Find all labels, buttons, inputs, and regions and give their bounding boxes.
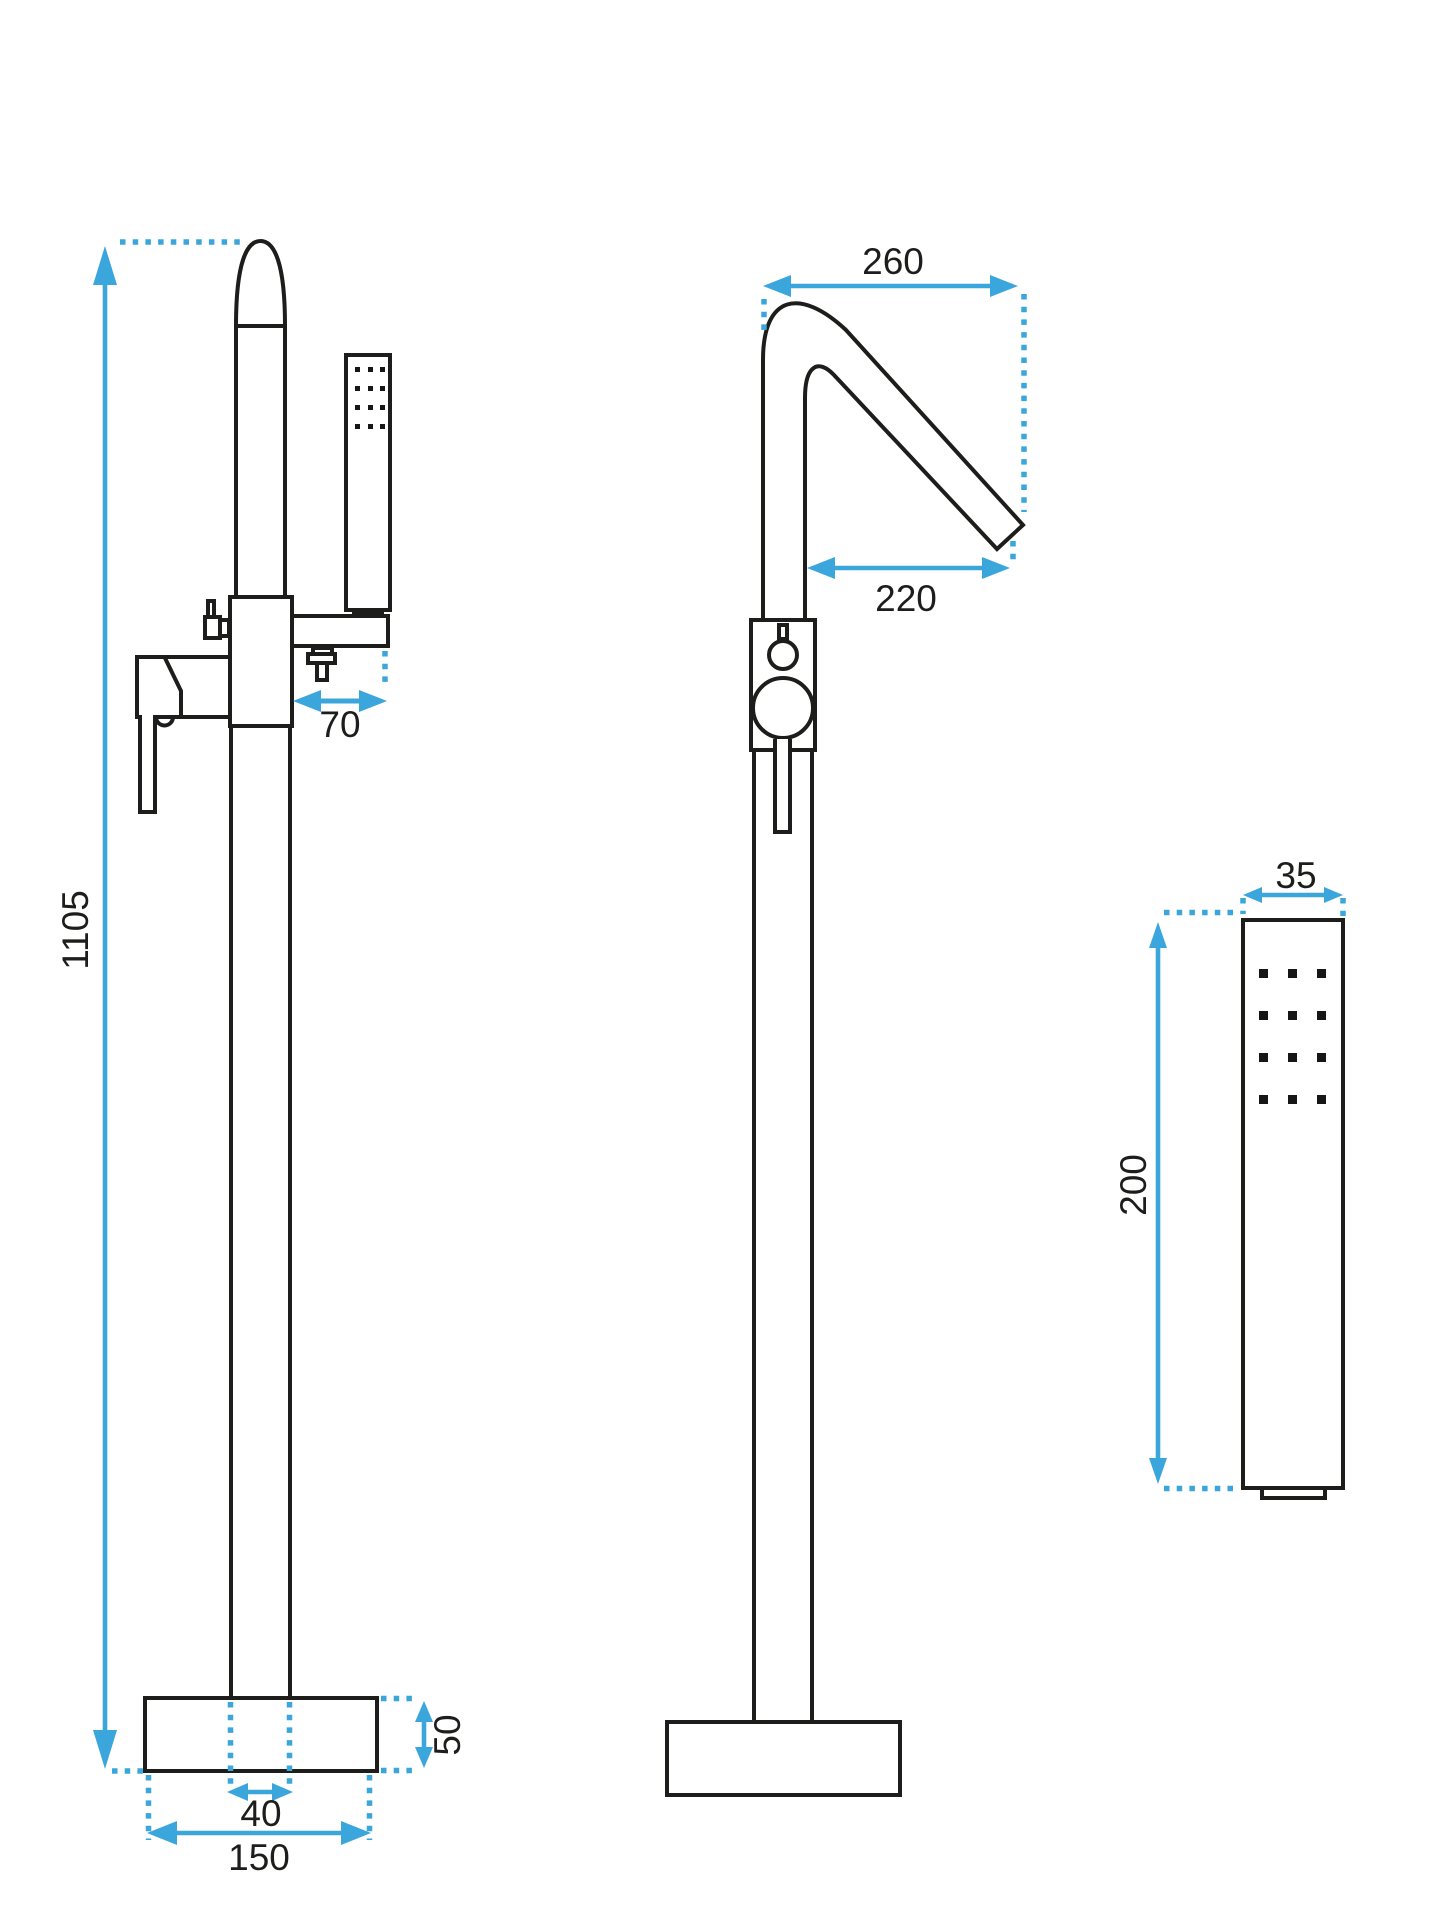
dim-shower-length-arrow-down	[1149, 1458, 1167, 1484]
side-lower-column	[229, 724, 292, 1700]
side-diverter-stem	[315, 661, 329, 682]
dim-shower-width-label: 35	[1275, 855, 1316, 896]
front-base	[665, 1720, 902, 1797]
dim-shower-width-arrow-right	[1324, 887, 1343, 903]
side-base	[143, 1696, 379, 1773]
dim-arm-arrow-right	[359, 690, 387, 712]
dim-base-arrow-right	[341, 1821, 371, 1845]
handshower-inlet	[1260, 1486, 1327, 1500]
side-upper-column-dome	[234, 238, 287, 597]
dim-arm-arrow-left	[293, 690, 321, 712]
dim-shower-width-arrow-left	[1243, 887, 1262, 903]
dim-reach-arrow-left	[763, 275, 791, 297]
dim-height-arrow-up	[93, 246, 117, 285]
front-lever-handle	[773, 739, 792, 834]
side-dimensions: 1105 70 40 150 50	[55, 239, 468, 1878]
dim-thick-arrow-down	[415, 1747, 433, 1768]
side-mixer-housing-edge	[163, 657, 183, 717]
handshower-dimensions: 35 200	[1113, 855, 1346, 1492]
side-hand-shower	[344, 353, 392, 612]
dim-tip-arrow-left	[807, 557, 835, 579]
side-shower-arm	[290, 614, 390, 648]
side-lever-handle	[138, 715, 157, 814]
front-cartridge-circle	[751, 676, 815, 740]
dim-arm-label: 70	[319, 704, 360, 745]
dim-base-label: 150	[228, 1837, 290, 1878]
front-dimensions: 260 220	[761, 241, 1027, 619]
front-column	[752, 748, 814, 1724]
side-body-block	[228, 595, 294, 728]
front-view	[665, 301, 1026, 1797]
dim-thick-label: 50	[427, 1714, 468, 1755]
dim-tip-label: 220	[875, 578, 937, 619]
handshower-view	[1241, 918, 1345, 1500]
dim-column-arrow-right	[272, 1783, 293, 1801]
dim-thick-arrow-up	[415, 1701, 433, 1722]
side-valve-stem	[206, 599, 216, 619]
dim-height-arrow-down	[93, 1730, 117, 1769]
handshower-body	[1241, 918, 1345, 1490]
dim-base-arrow-left	[147, 1821, 177, 1845]
dim-column-arrow-left	[227, 1783, 248, 1801]
dim-height-label: 1105	[55, 890, 96, 970]
front-diverter-stub	[777, 623, 789, 641]
side-valve-nut	[218, 618, 231, 638]
side-hand-shower-nozzle-dots	[355, 367, 385, 429]
handshower-nozzle-dots	[1259, 969, 1326, 1104]
side-view	[135, 238, 392, 1773]
dim-shower-length-label: 200	[1113, 1154, 1154, 1216]
dim-shower-length-arrow-up	[1149, 922, 1167, 948]
side-mixer-housing	[135, 655, 232, 719]
side-valve-body	[203, 615, 222, 640]
dim-column-label: 40	[240, 1793, 281, 1834]
front-spout	[761, 301, 1026, 622]
dim-reach-label: 260	[862, 241, 924, 282]
dim-tip-arrow-right	[982, 557, 1010, 579]
front-diverter-knob	[767, 639, 799, 671]
dim-reach-arrow-right	[990, 275, 1018, 297]
